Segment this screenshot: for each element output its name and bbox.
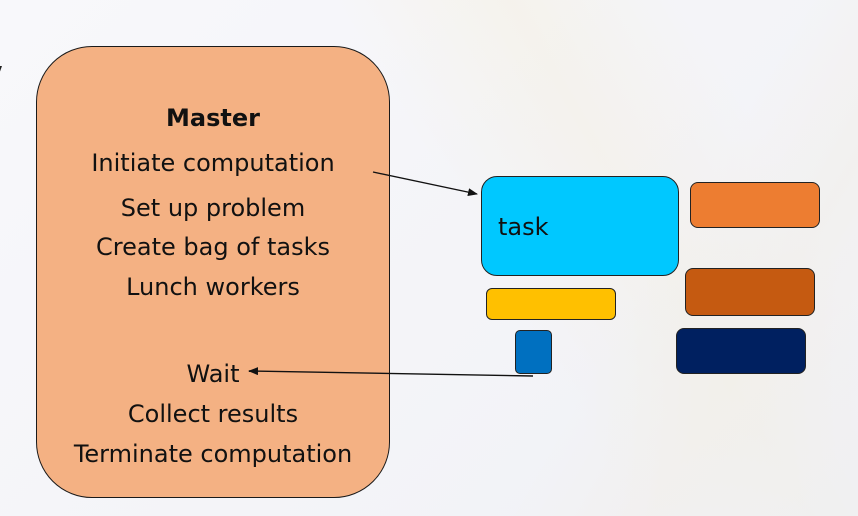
master-line-launch: Lunch workers (126, 273, 300, 301)
task-label: task (498, 213, 549, 241)
task-box-main: task (481, 176, 679, 276)
master-line-setup: Set up problem (120, 194, 306, 222)
master-line-collect: Collect results (127, 400, 299, 428)
master-line-create-bag: Create bag of tasks (96, 233, 330, 261)
task-box-orange (690, 182, 820, 228)
master-line-wait: Wait (186, 360, 240, 388)
master-title: Master (166, 104, 260, 132)
task-box-small-blue (515, 330, 552, 374)
task-box-yellow (486, 288, 616, 320)
task-box-rust (685, 268, 815, 316)
master-box: Master Initiate computation Set up probl… (36, 46, 390, 498)
task-box-navy (676, 328, 806, 374)
master-line-terminate: Terminate computation (73, 440, 353, 468)
master-line-initiate: Initiate computation (91, 149, 335, 177)
